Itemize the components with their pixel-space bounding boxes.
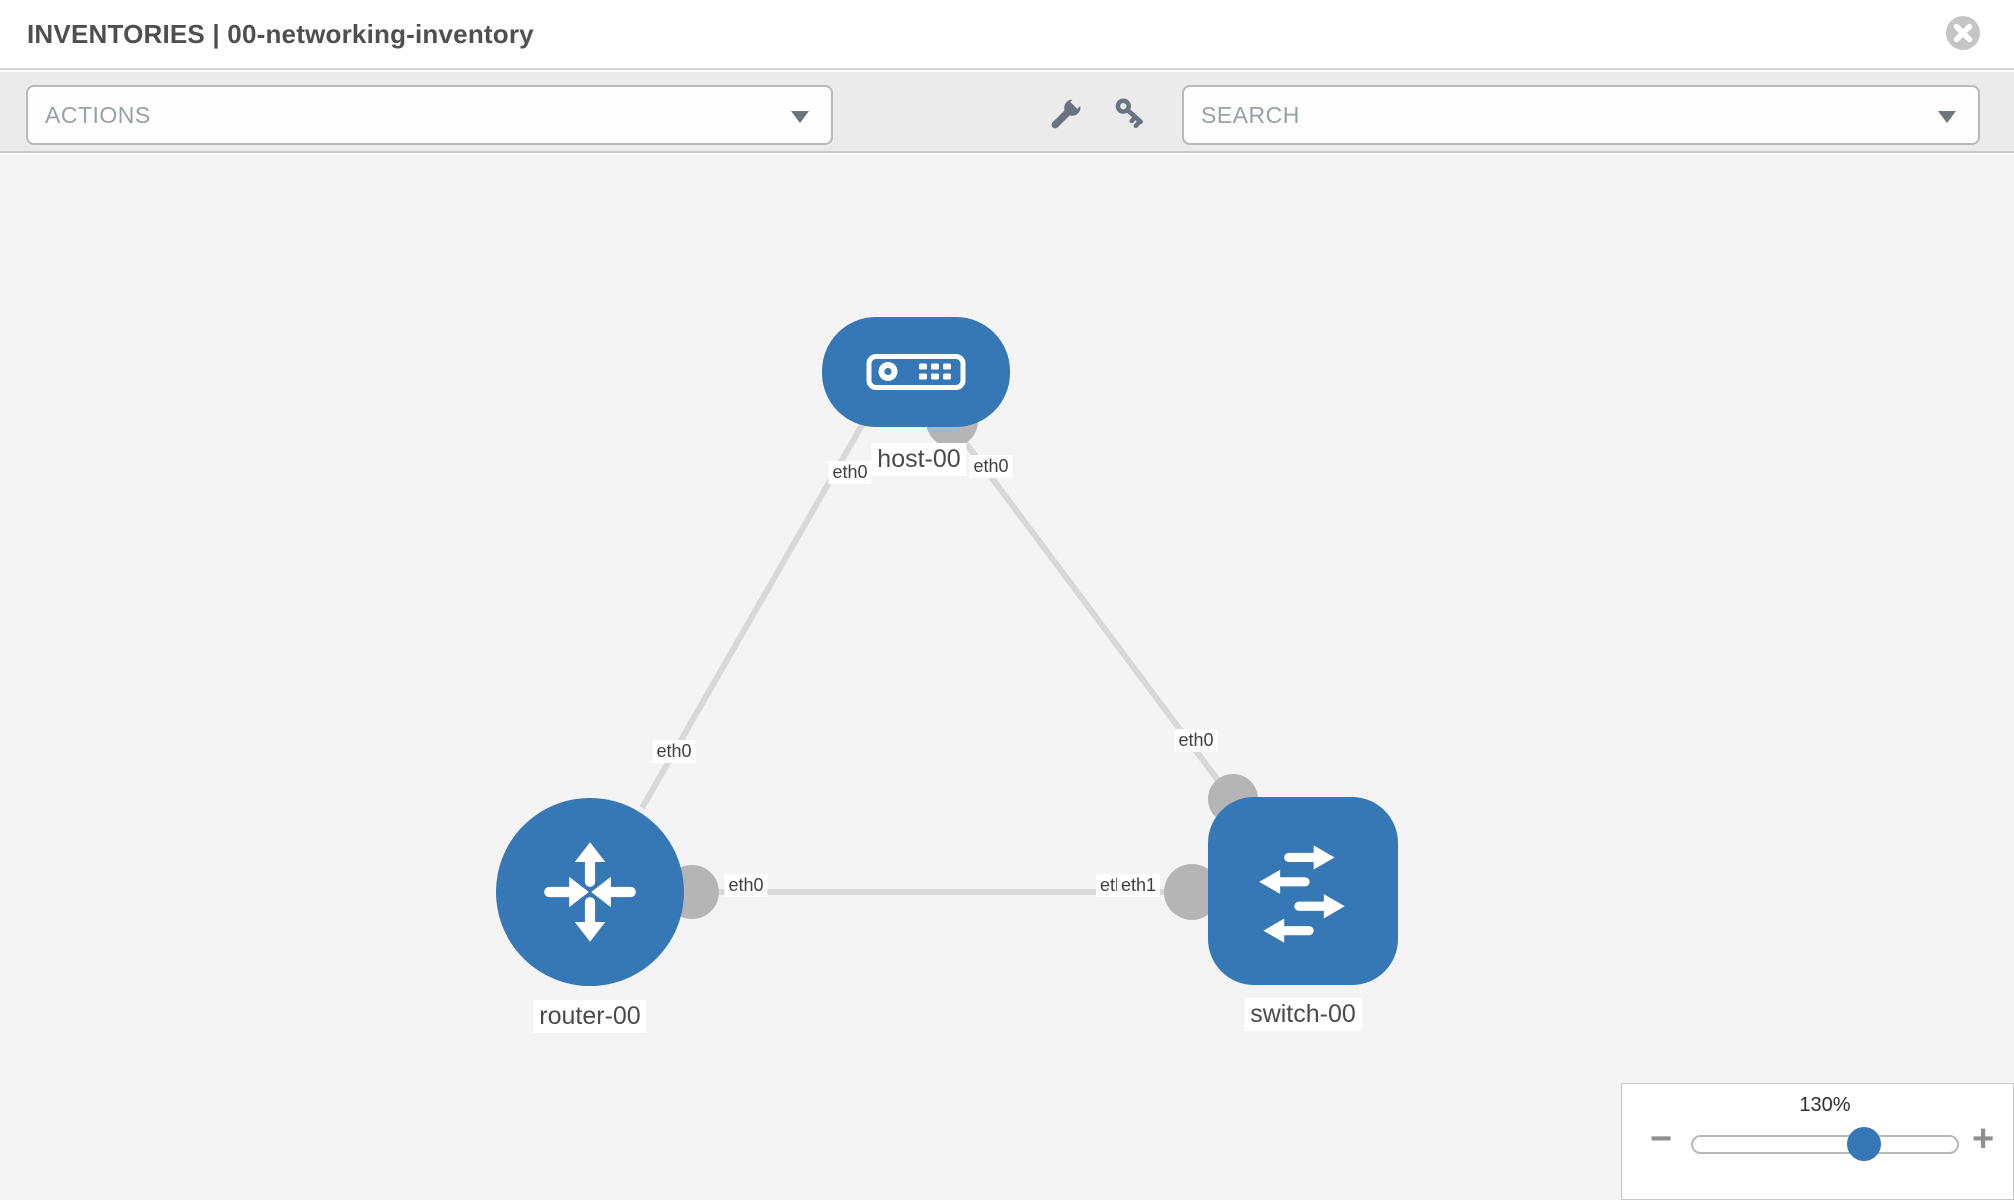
zoom-slider-thumb[interactable] — [1847, 1127, 1881, 1161]
switch-icon — [1259, 845, 1345, 943]
search-dropdown[interactable]: SEARCH — [1182, 85, 1980, 145]
close-icon[interactable] — [1945, 15, 1981, 51]
node-label-router: router-00 — [533, 1000, 647, 1033]
actions-dropdown[interactable]: ACTIONS — [26, 85, 833, 145]
interface-label: eth0 — [724, 874, 768, 897]
zoom-in-button[interactable]: + — [1972, 1118, 1995, 1160]
host-icon — [866, 354, 966, 390]
node-router[interactable] — [496, 798, 684, 986]
interface-label: eth1 — [1117, 874, 1161, 897]
interface-label: eth0 — [828, 461, 872, 484]
key-icon[interactable] — [1114, 96, 1150, 132]
toolbar: ACTIONS SEARCH — [0, 72, 2014, 153]
node-switch[interactable] — [1208, 797, 1398, 985]
zoom-level-value: 130% — [1799, 1094, 1851, 1116]
chevron-down-icon — [791, 111, 809, 123]
node-label-switch: switch-00 — [1244, 998, 1362, 1031]
node-host[interactable] — [822, 317, 1010, 427]
node-label-host: host-00 — [871, 443, 967, 476]
page-title: INVENTORIES | 00-networking-inventory — [27, 18, 534, 49]
interface-label: eth0 — [1096, 874, 1121, 897]
topology-canvas[interactable]: eth0 eth0 eth0 eth0 eth0 eth0 eth1 host-… — [0, 155, 2014, 1200]
zoom-slider-track[interactable] — [1691, 1135, 1959, 1154]
actions-dropdown-label: ACTIONS — [45, 101, 151, 128]
header-bar: INVENTORIES | 00-networking-inventory — [0, 0, 2014, 70]
interface-label: eth0 — [652, 740, 696, 763]
chevron-down-icon — [1938, 111, 1956, 123]
wrench-icon[interactable] — [1048, 96, 1084, 132]
interface-label: eth0 — [1174, 729, 1218, 752]
interface-label: eth0 — [969, 455, 1013, 478]
links-layer — [639, 395, 1258, 920]
zoom-out-button[interactable]: − — [1650, 1118, 1673, 1160]
router-icon — [544, 842, 636, 942]
interface-dot-switch-left — [1164, 864, 1220, 920]
zoom-panel: 130% − + — [1621, 1083, 2014, 1200]
search-dropdown-label: SEARCH — [1201, 101, 1300, 128]
